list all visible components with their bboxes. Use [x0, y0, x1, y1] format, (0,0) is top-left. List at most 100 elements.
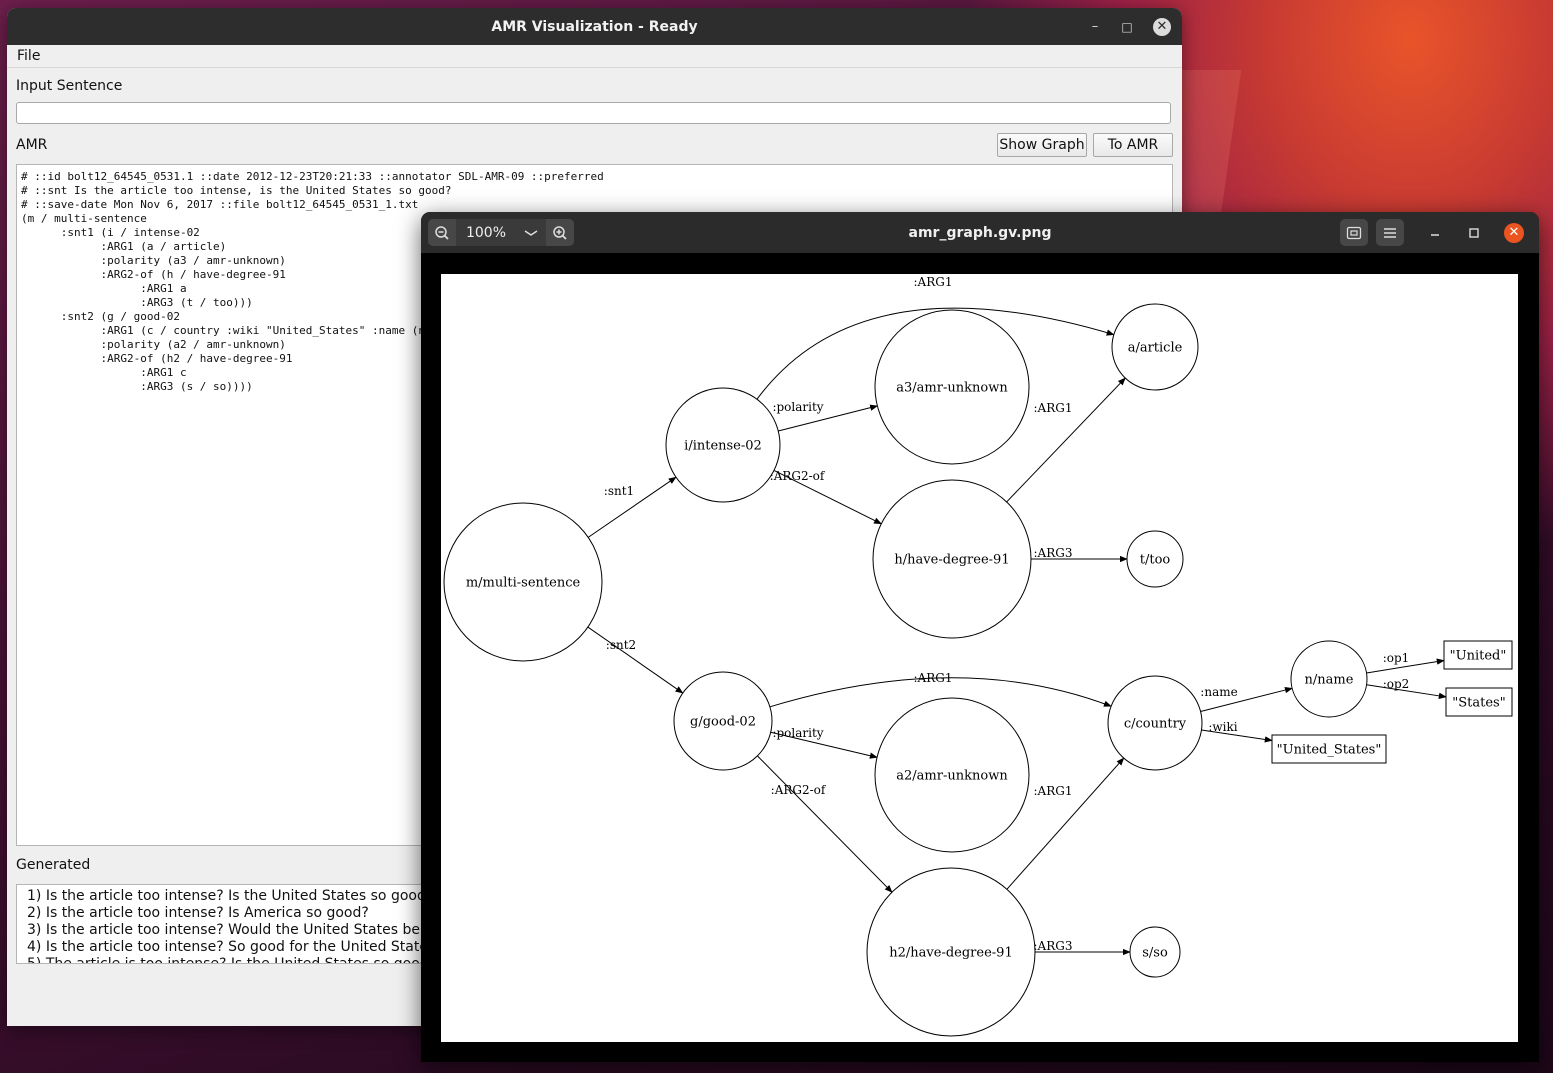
generated-item[interactable]: 1) Is the article too intense? Is the Un…	[27, 888, 434, 904]
window-title: AMR Visualization - Ready	[491, 18, 698, 35]
node-label: g/good-02	[690, 715, 756, 730]
node-label: c/country	[1124, 717, 1187, 732]
graph-node: a2/amr-unknown	[874, 697, 1030, 853]
edge-line	[769, 677, 1112, 708]
edge-label: :ARG1	[914, 275, 953, 289]
zoom-dropdown[interactable]	[516, 219, 546, 246]
node-circle	[673, 671, 773, 771]
edge-line	[1366, 658, 1445, 674]
node-circle	[872, 479, 1032, 639]
edge-label: :ARG2-of	[770, 469, 826, 483]
graph-image[interactable]: :snt1 :snt2 :ARG1 :polarity :ARG2-of :ARG1 :AR…	[441, 274, 1518, 1042]
edge-line	[1006, 377, 1126, 503]
node-label: "States"	[1452, 696, 1505, 711]
graph-node: "United"	[1443, 640, 1513, 670]
edge-label: :op1	[1383, 651, 1410, 665]
graph-node: a/article	[1111, 303, 1199, 391]
node-label: s/so	[1142, 946, 1168, 961]
input-sentence-field[interactable]	[16, 102, 1171, 124]
main-titlebar[interactable]: AMR Visualization - Ready – □ ✕	[7, 8, 1182, 45]
edge-line	[773, 469, 882, 525]
node-box	[1445, 687, 1513, 717]
node-label: "United"	[1450, 649, 1507, 664]
edge-label: :ARG3	[1034, 546, 1073, 560]
node-circle	[874, 309, 1030, 465]
node-circle	[1107, 675, 1203, 771]
edge-label: :snt2	[606, 638, 636, 652]
graph-edge: :ARG1	[769, 671, 1112, 708]
zoom-out-button[interactable]	[428, 219, 456, 246]
edge-label: :polarity	[772, 400, 823, 414]
graph-edge: :ARG1	[1006, 377, 1126, 503]
generated-label: Generated	[16, 857, 91, 873]
generated-item[interactable]: 5) The article is too intense? Is the Un…	[27, 956, 437, 964]
generated-item[interactable]: 4) Is the article too intense? So good f…	[27, 939, 443, 955]
edge-label: :ARG3	[1034, 939, 1073, 953]
edge-line	[757, 755, 893, 893]
node-circle	[1126, 530, 1184, 588]
edge-line	[587, 476, 677, 538]
edge-line	[1006, 757, 1125, 890]
edge-line	[1200, 686, 1293, 712]
edge-label: :ARG2-of	[771, 783, 827, 797]
hamburger-menu-icon	[1384, 227, 1396, 238]
viewer-minimize-button[interactable]	[1424, 212, 1446, 253]
edge-line	[587, 626, 684, 694]
close-button[interactable]: ✕	[1152, 8, 1172, 45]
node-label: i/intense-02	[684, 439, 762, 454]
close-icon: ✕	[1153, 17, 1171, 36]
maximize-icon[interactable]: □	[1121, 19, 1133, 34]
amr-graph: :snt1 :snt2 :ARG1 :polarity :ARG2-of :ARG1 :AR…	[443, 275, 1513, 1037]
close-icon: ✕	[1504, 222, 1524, 243]
node-label: "United_States"	[1277, 743, 1382, 758]
graph-node: c/country	[1107, 675, 1203, 771]
edge-label: :ARG1	[1034, 784, 1073, 798]
minimize-icon[interactable]: –	[1091, 19, 1099, 34]
graph-edge: :ARG3	[1031, 546, 1128, 563]
viewer-maximize-button[interactable]	[1463, 212, 1485, 253]
graph-edge: :ARG2-of	[770, 469, 882, 525]
image-viewer-window: 100% amr_graph.gv.png	[421, 212, 1539, 1062]
edge-label: :ARG1	[914, 671, 953, 685]
edge-line	[756, 307, 1115, 400]
edge-label: :name	[1200, 685, 1237, 699]
graph-edge: :ARG3	[1034, 939, 1131, 956]
zoom-out-icon	[435, 225, 449, 240]
node-label: t/too	[1140, 553, 1171, 568]
graph-node: a3/amr-unknown	[874, 309, 1030, 465]
viewer-titlebar[interactable]: 100% amr_graph.gv.png	[421, 212, 1539, 253]
menu-file[interactable]: File	[17, 48, 41, 64]
graph-node: g/good-02	[673, 671, 773, 771]
node-label: a2/amr-unknown	[896, 769, 1008, 784]
zoom-in-icon	[553, 225, 567, 240]
edge-line	[1366, 684, 1447, 700]
graph-edge: :snt1	[587, 476, 677, 538]
viewer-close-button[interactable]: ✕	[1503, 212, 1525, 253]
node-circle	[443, 502, 603, 662]
generated-item[interactable]: 2) Is the article too intense? Is Americ…	[27, 905, 369, 921]
to-amr-button[interactable]: To AMR	[1093, 133, 1173, 157]
graph-edge: :polarity	[772, 400, 879, 432]
node-box	[1271, 734, 1387, 764]
graph-edge: :snt2	[587, 626, 684, 694]
graph-edge: :op1	[1366, 651, 1445, 674]
node-label: n/name	[1305, 673, 1354, 688]
fullscreen-button[interactable]	[1340, 219, 1368, 246]
node-circle	[866, 867, 1036, 1037]
generated-item[interactable]: 3) Is the article too intense? Would the…	[27, 922, 488, 938]
fullscreen-icon	[1346, 226, 1362, 239]
zoom-in-button[interactable]	[546, 219, 574, 246]
node-circle	[1129, 926, 1181, 978]
graph-node: h2/have-degree-91	[866, 867, 1036, 1037]
node-label: h/have-degree-91	[894, 553, 1009, 568]
graph-node: m/multi-sentence	[443, 502, 603, 662]
edge-line	[1201, 729, 1273, 743]
node-label: h2/have-degree-91	[889, 946, 1012, 961]
graph-edge: :name	[1200, 685, 1293, 712]
graph-node: i/intense-02	[665, 387, 781, 503]
graph-edge: :ARG1	[756, 275, 1115, 400]
show-graph-button[interactable]: Show Graph	[997, 133, 1087, 157]
menu-button[interactable]	[1376, 219, 1404, 246]
graph-node: "United_States"	[1271, 734, 1387, 764]
zoom-level[interactable]: 100%	[465, 224, 507, 241]
